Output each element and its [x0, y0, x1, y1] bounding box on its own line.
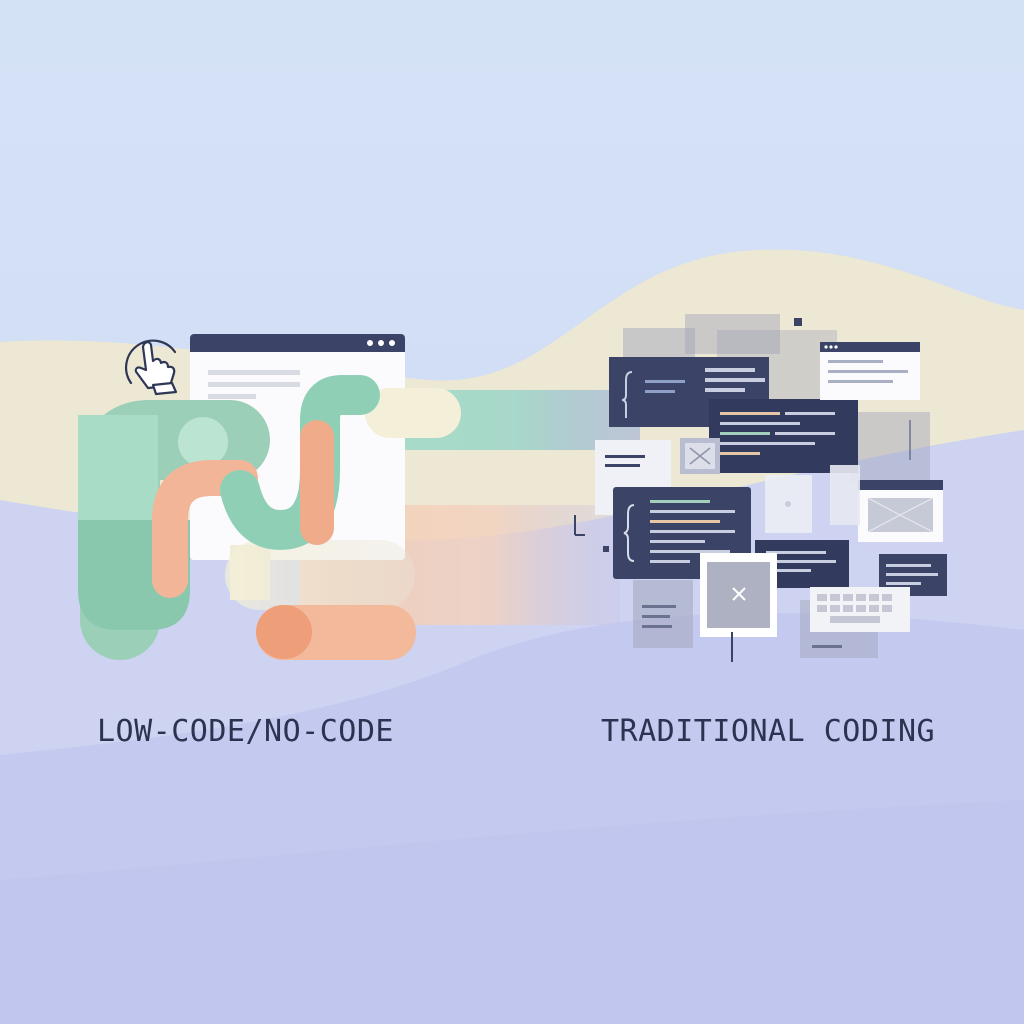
keyboard-icon — [810, 587, 910, 632]
image-placeholder-icon — [700, 553, 777, 637]
code-window-icon — [709, 399, 858, 473]
browser-window-icon — [858, 480, 943, 542]
image-placeholder-icon — [680, 438, 720, 474]
code-collage — [574, 314, 947, 662]
browser-window-icon — [820, 342, 920, 400]
mint-tube — [78, 400, 270, 660]
traditional-coding-label: TRADITIONAL CODING — [601, 714, 936, 749]
click-hand-icon — [124, 339, 178, 396]
low-code-label: LOW-CODE/NO-CODE — [97, 714, 394, 749]
